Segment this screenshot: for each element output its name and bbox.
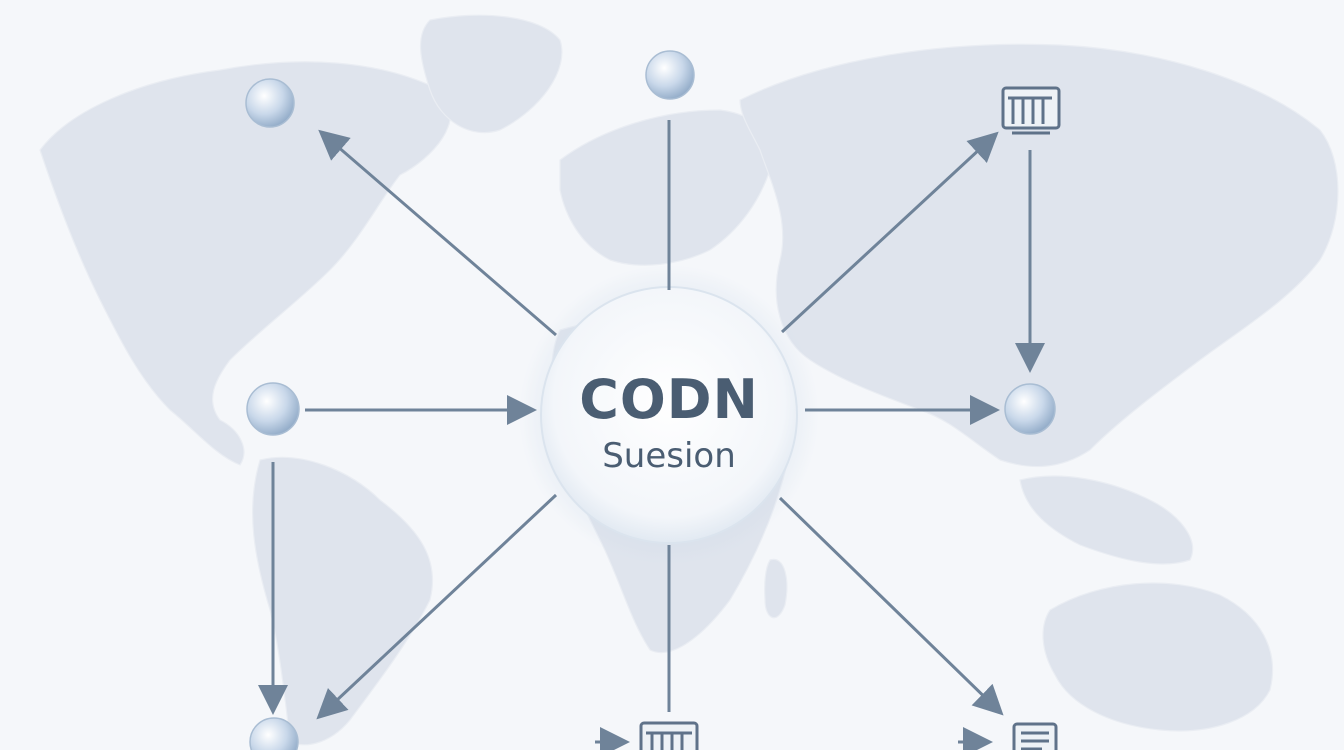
arrow-hub-to-north-america [318,129,557,337]
globe-icon [245,78,295,128]
node-arctic[interactable] [645,50,695,100]
landmass-north-america [39,61,452,466]
node-northeast-asia[interactable] [1001,86,1061,135]
landmass-south-america [252,456,434,746]
node-south-indian[interactable] [1012,722,1058,750]
node-east-asia[interactable] [1004,383,1056,435]
landmass-madagascar [764,558,788,619]
landmass-australia [1042,582,1274,732]
server-icon [1001,86,1061,135]
globe-icon [1004,383,1056,435]
arrow-hub-to-south-indian [778,496,1004,716]
node-south-atlantic[interactable] [639,721,699,750]
globe-icon [246,382,300,436]
server-icon [639,721,699,750]
node-south-america[interactable] [249,717,299,750]
hub-subtitle: Suesion [602,436,736,476]
document-icon [1012,722,1058,750]
arrow-hub-to-northeast-asia [780,131,999,334]
landmass-asia [739,43,1339,468]
node-north-america[interactable] [245,78,295,128]
globe-icon [249,717,299,750]
arrow-hub-to-south-america [316,493,558,720]
landmass-europe [559,109,774,266]
landmass-greenland [419,14,563,134]
node-central-america[interactable] [246,382,300,436]
hub-title: CODN [579,368,759,431]
globe-icon [645,50,695,100]
connectors [258,120,1045,750]
landmass-southeast-asia [1019,475,1194,565]
